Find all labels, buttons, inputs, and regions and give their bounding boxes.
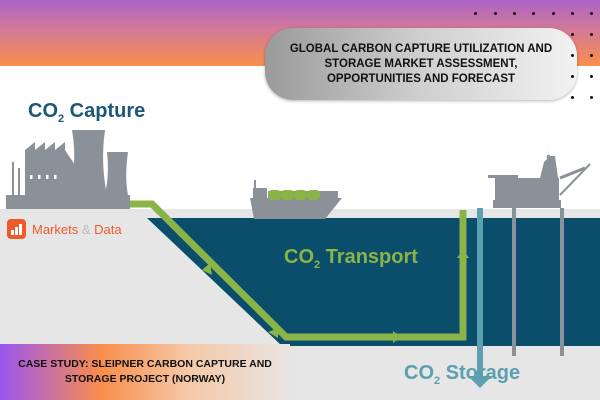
storage-pipe	[468, 208, 492, 388]
title-text: GLOBAL CARBON CAPTURE UTILIZATION AND ST…	[289, 42, 553, 85]
markets-and-data-logo: Markets & Data	[7, 219, 122, 239]
pipeline	[130, 200, 467, 341]
case-study-text: CASE STUDY: SLEIPNER CARBON CAPTURE AND …	[18, 358, 272, 385]
offshore-platform-icon	[488, 140, 591, 356]
ship-icon	[250, 180, 342, 219]
title-banner: GLOBAL CARBON CAPTURE UTILIZATION AND ST…	[265, 28, 577, 100]
bar-chart-icon	[7, 219, 26, 239]
flow-arrow-icon	[202, 250, 469, 343]
case-study-banner: CASE STUDY: SLEIPNER CARBON CAPTURE AND …	[0, 344, 290, 400]
co2-storage-label: CO2 Storage	[404, 362, 521, 387]
factory-icon	[6, 130, 130, 209]
co2-transport-label: CO2 Transport	[284, 246, 418, 271]
co2-capture-label: CO2 Capture	[28, 100, 146, 125]
